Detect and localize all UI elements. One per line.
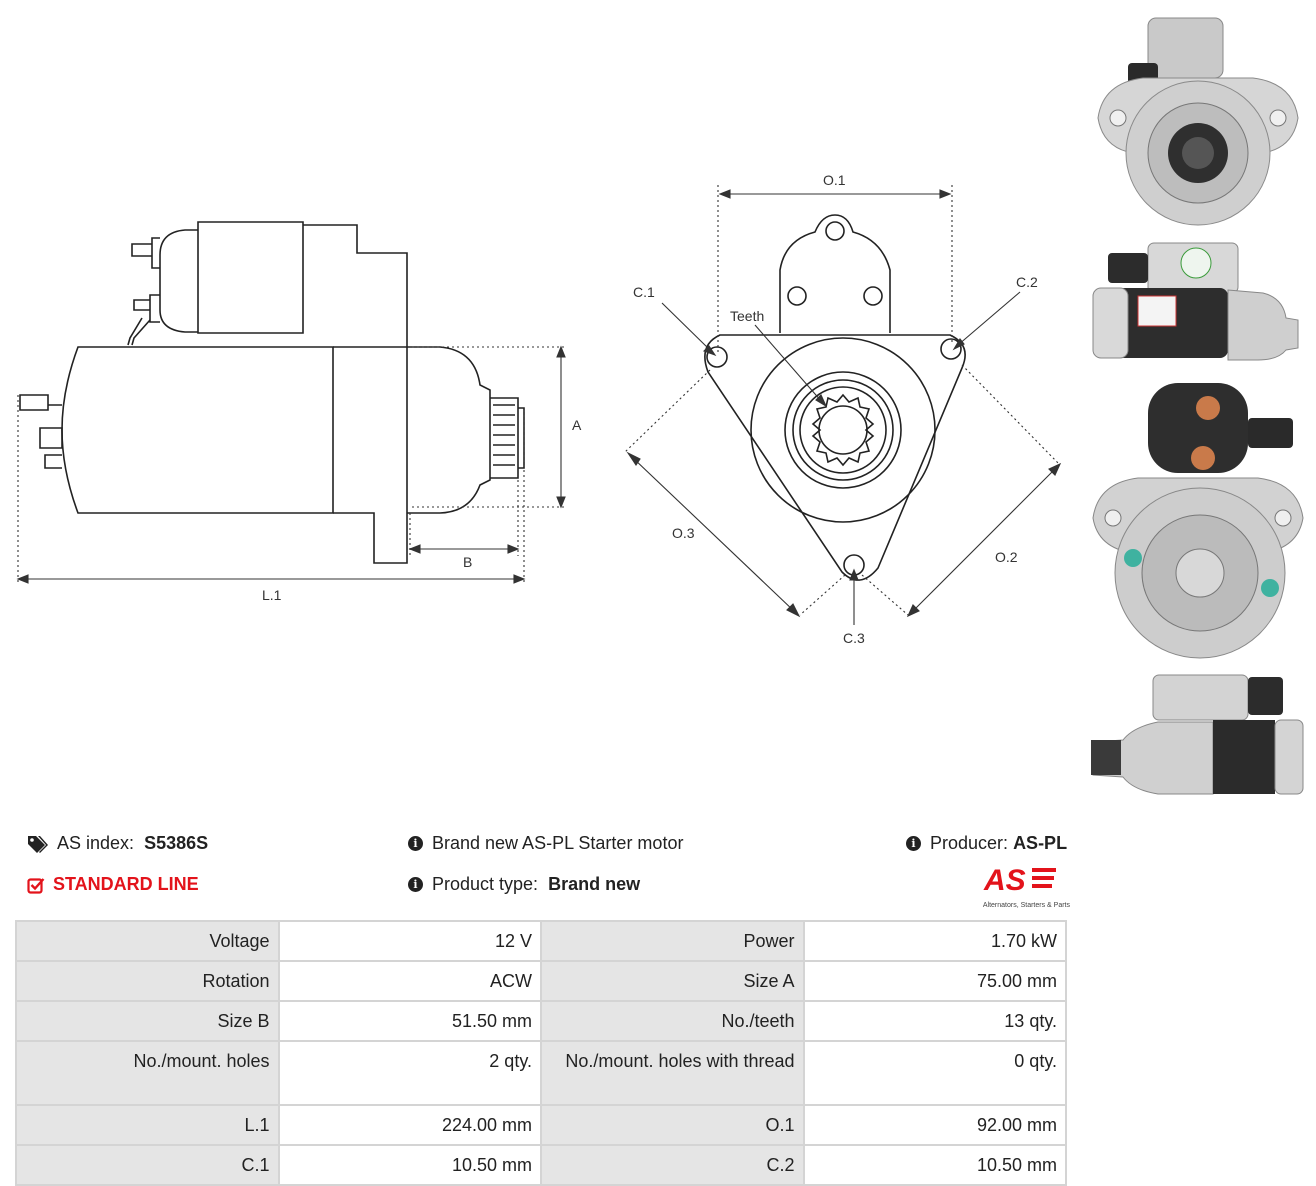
- dim-label-o2: O.2: [995, 549, 1018, 565]
- spec-value: 12 V: [277, 920, 543, 962]
- table-row: No./mount. holes 2 qty. No./mount. holes…: [15, 1040, 1068, 1106]
- brand-logo: AS Alternators, Starters & Parts: [962, 862, 1070, 909]
- product-type: i Product type: Brand new: [408, 874, 640, 895]
- spec-value: 75.00 mm: [802, 960, 1068, 1002]
- logo-tagline: Alternators, Starters & Parts: [982, 902, 1070, 909]
- info-icon: i: [408, 836, 423, 851]
- spec-label: No./teeth: [540, 1000, 805, 1042]
- side-view-diagram: A B L.1: [16, 221, 582, 603]
- spec-label: O.1: [540, 1104, 805, 1146]
- tags-icon: [28, 835, 48, 853]
- side-view-photo: [1092, 242, 1299, 361]
- spec-value: 0 qty.: [802, 1040, 1068, 1106]
- spec-label: No./mount. holes: [15, 1040, 280, 1106]
- dim-label-a: A: [572, 417, 582, 433]
- as-index-label: AS index:: [57, 833, 135, 853]
- spec-label: Size A: [540, 960, 805, 1002]
- spec-label: C.1: [15, 1144, 280, 1186]
- spec-label: L.1: [15, 1104, 280, 1146]
- dim-label-l1: L.1: [262, 587, 282, 603]
- spec-label: Rotation: [15, 960, 280, 1002]
- front-view-diagram: O.1 O.2 O.3 C.1 C.2 C.3 Teeth: [624, 172, 1062, 646]
- spec-value: ACW: [277, 960, 543, 1002]
- spec-value: 224.00 mm: [277, 1104, 543, 1146]
- logo-letters: AS: [983, 864, 1026, 896]
- front-view-photo: [1097, 17, 1299, 226]
- product-type-value: Brand new: [548, 874, 641, 894]
- dim-label-o1: O.1: [823, 172, 846, 188]
- table-row: Size B 51.50 mm No./teeth 13 qty.: [15, 1000, 1068, 1042]
- spec-value: 10.50 mm: [802, 1144, 1068, 1186]
- spec-value: 1.70 kW: [802, 920, 1068, 962]
- spec-value: 92.00 mm: [802, 1104, 1068, 1146]
- dim-label-c2: C.2: [1016, 274, 1038, 290]
- spec-value: 2 qty.: [277, 1040, 543, 1106]
- dim-label-o3: O.3: [672, 525, 695, 541]
- spec-value: 10.50 mm: [277, 1144, 543, 1186]
- as-index-value: S5386S: [144, 833, 209, 853]
- checkbox-checked-icon: [27, 877, 45, 894]
- standard-line-label: STANDARD LINE: [53, 874, 199, 894]
- table-row: L.1 224.00 mm O.1 92.00 mm: [15, 1104, 1068, 1146]
- description: i Brand new AS-PL Starter motor: [408, 833, 683, 854]
- product-type-label: Product type:: [432, 874, 539, 894]
- standard-line: STANDARD LINE: [27, 874, 199, 895]
- table-row: Voltage 12 V Power 1.70 kW: [15, 920, 1068, 962]
- as-logo-icon: AS: [983, 864, 1056, 897]
- info-icon: i: [408, 877, 423, 892]
- spec-table: Voltage 12 V Power 1.70 kW Rotation ACW …: [15, 920, 1068, 1186]
- other-side-view-photo: [1091, 674, 1304, 795]
- teeth-label: Teeth: [730, 308, 764, 324]
- info-icon: i: [906, 836, 921, 851]
- spec-label: Power: [540, 920, 805, 962]
- spec-label: C.2: [540, 1144, 805, 1186]
- spec-label: Size B: [15, 1000, 280, 1042]
- as-index: AS index: S5386S: [27, 833, 208, 854]
- description-text: Brand new AS-PL Starter motor: [432, 833, 684, 853]
- producer-label: Producer:: [930, 833, 1009, 853]
- spec-value: 51.50 mm: [277, 1000, 543, 1042]
- producer-value: AS-PL: [1013, 833, 1068, 853]
- table-row: C.1 10.50 mm C.2 10.50 mm: [15, 1144, 1068, 1186]
- dim-label-c3: C.3: [843, 630, 865, 646]
- dim-label-b: B: [463, 554, 472, 570]
- dim-label-c1: C.1: [633, 284, 655, 300]
- spec-label: Voltage: [15, 920, 280, 962]
- table-row: Rotation ACW Size A 75.00 mm: [15, 960, 1068, 1002]
- spec-label: No./mount. holes with thread: [540, 1040, 805, 1106]
- rear-view-photo: [1092, 383, 1304, 659]
- producer: i Producer: AS-PL: [906, 833, 1067, 854]
- spec-value: 13 qty.: [802, 1000, 1068, 1042]
